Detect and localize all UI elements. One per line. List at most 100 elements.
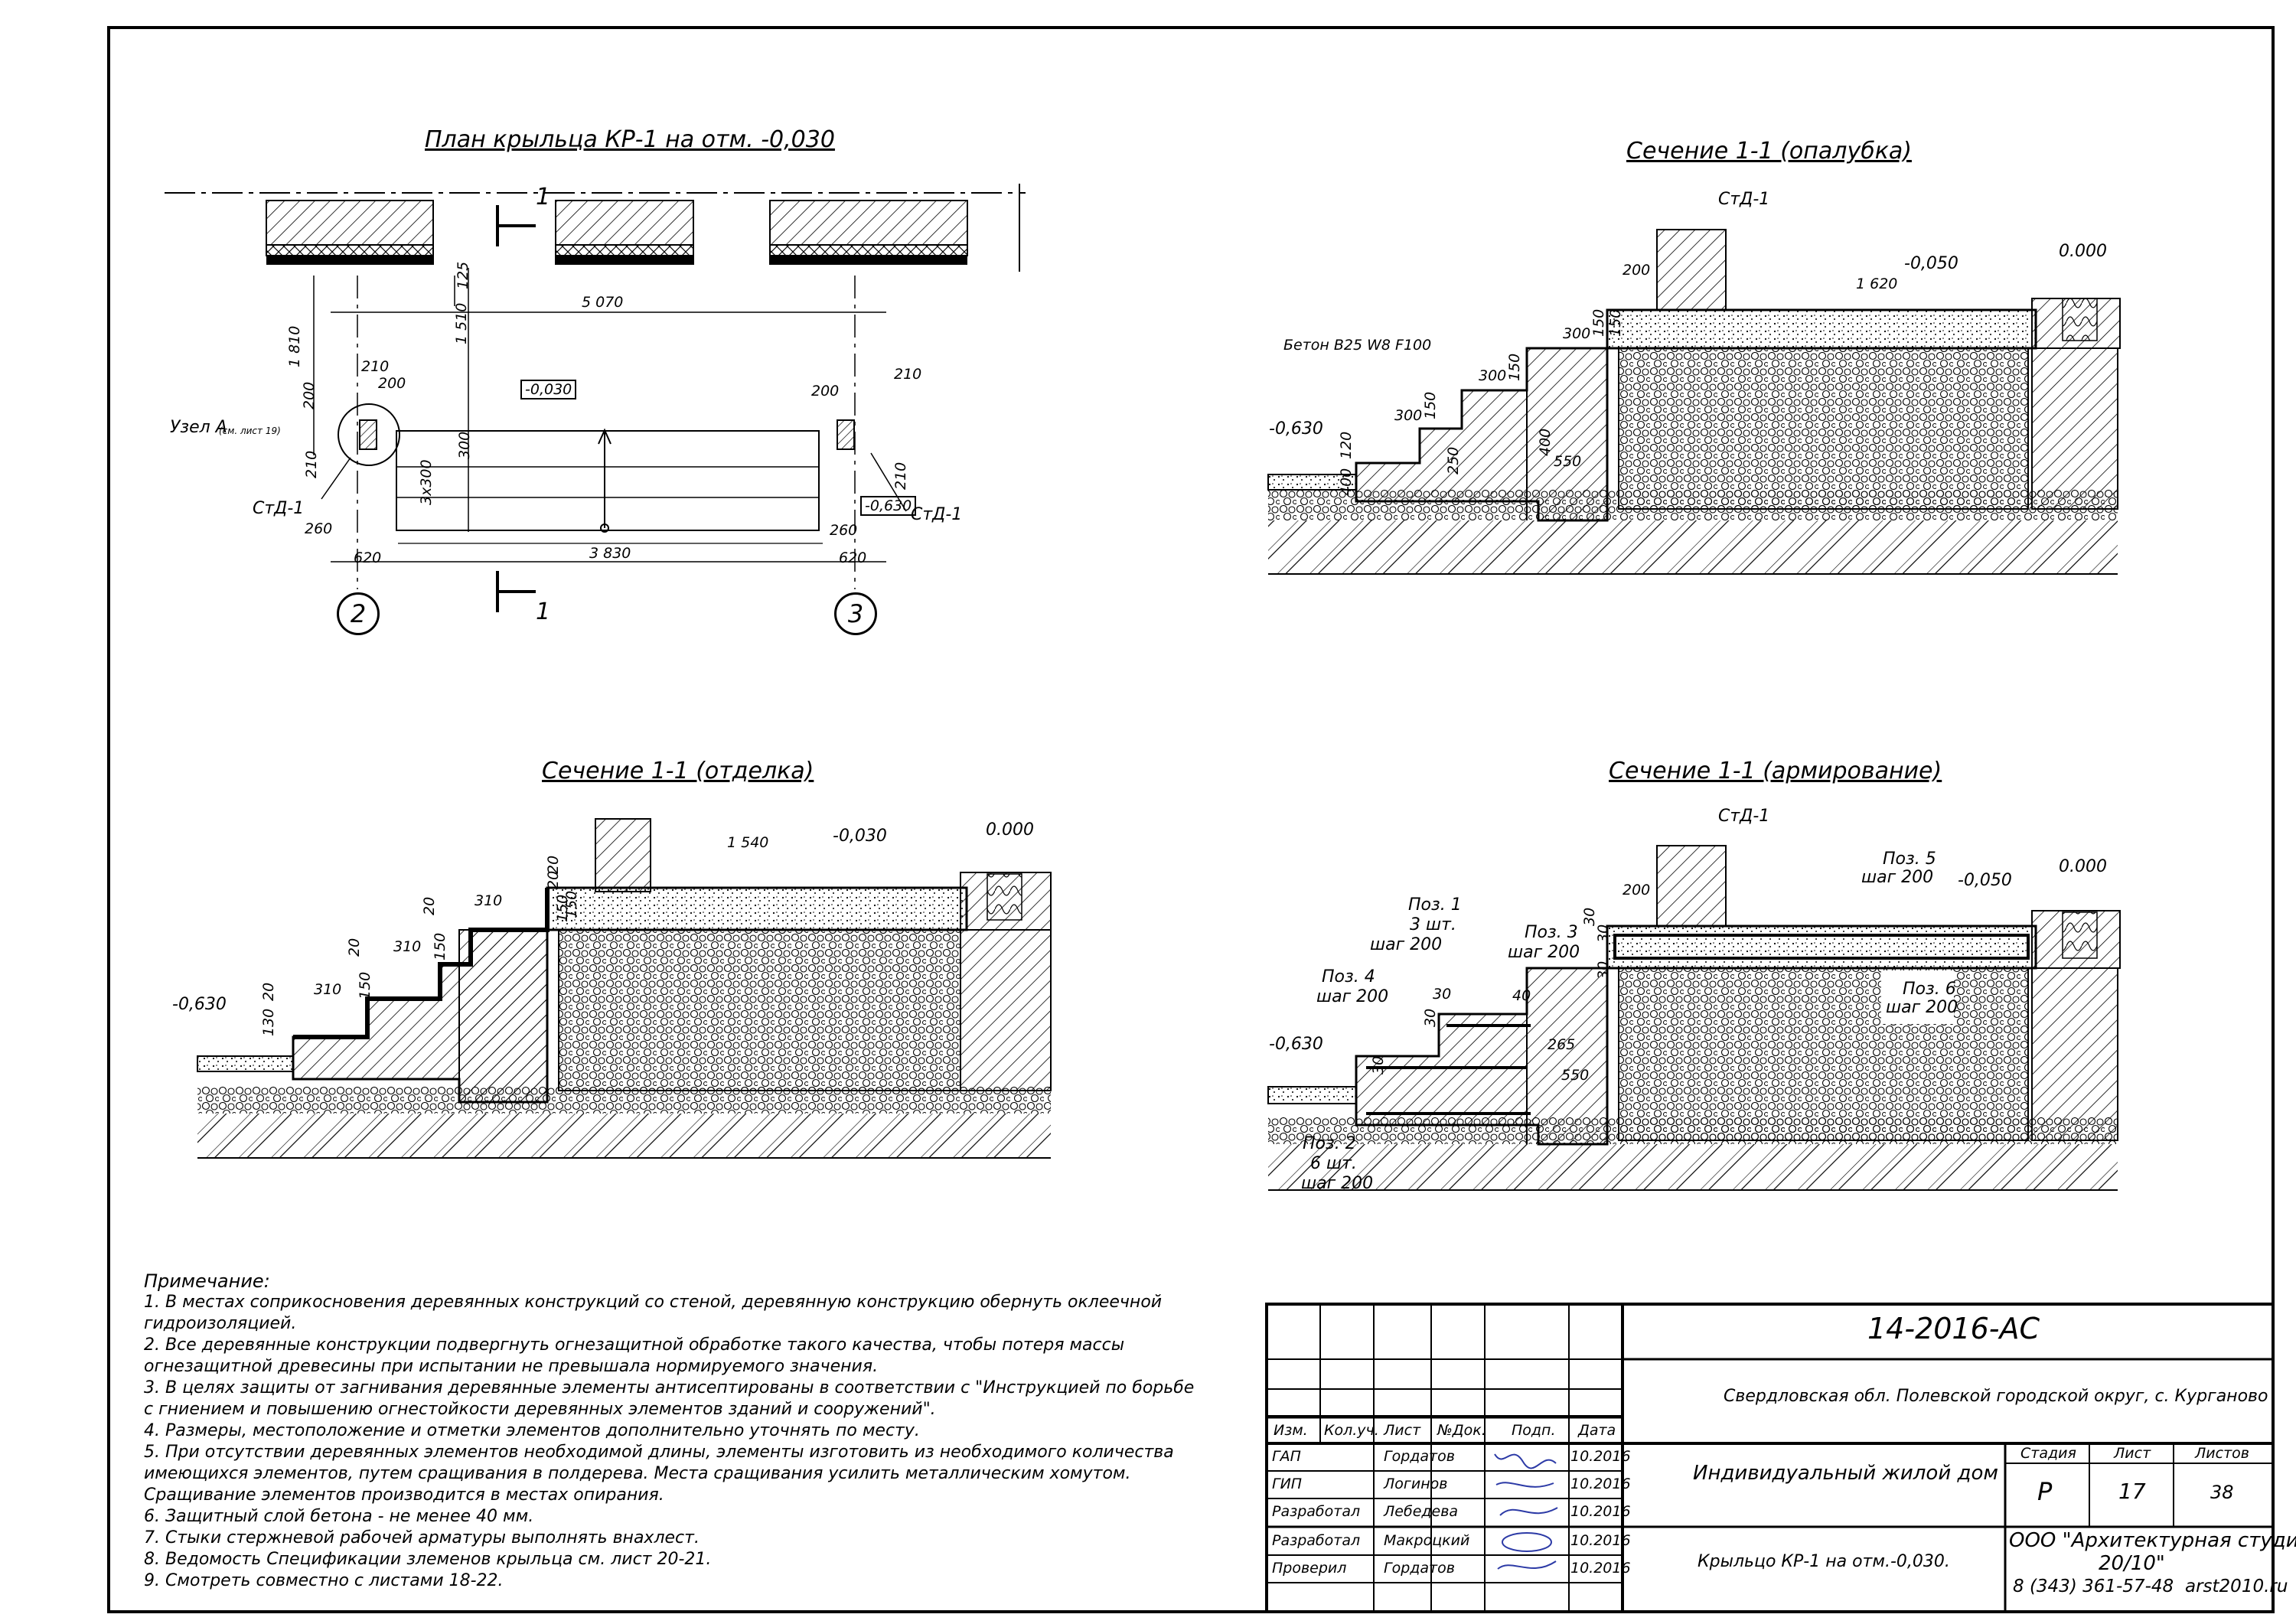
rebar-pos5: Поз. 5 bbox=[1883, 850, 1936, 869]
plan-title: План крыльца КР-1 на отм. -0,030 bbox=[425, 126, 835, 153]
section-finish-title: Сечение 1-1 (отделка) bbox=[542, 758, 814, 784]
rebar-pos4-step: шаг 200 bbox=[1316, 987, 1389, 1006]
tb-date-gap: 10.2016 bbox=[1570, 1448, 1631, 1465]
tb-name-dev1: Лебедева bbox=[1384, 1503, 1459, 1520]
finish-dim-310c: 310 bbox=[314, 981, 342, 998]
section-rebar-title: Сечение 1-1 (армирование) bbox=[1609, 758, 1942, 784]
dim-3x300: 3x300 bbox=[418, 459, 435, 505]
tb-phone: 8 (343) 361-57-48 bbox=[2013, 1577, 2174, 1596]
tb-role-dev2: Разработал bbox=[1272, 1532, 1361, 1549]
dim-5070: 5 070 bbox=[582, 294, 624, 311]
tb-h-koluch: Кол.уч. bbox=[1324, 1422, 1379, 1439]
finish-dim-150b: 150 bbox=[432, 932, 448, 960]
node-ref: (см. лист 19) bbox=[219, 426, 281, 436]
finish-dim-20d: 20 bbox=[260, 982, 277, 1001]
dim-200-a: 200 bbox=[378, 375, 406, 392]
dim-200-b: 200 bbox=[811, 383, 840, 399]
formwork-concrete-label: Бетон В25 W8 F100 bbox=[1283, 337, 1432, 354]
rebar-dim-30e: 30 bbox=[1595, 924, 1612, 943]
finish-dim-130: 130 bbox=[260, 1008, 277, 1036]
rebar-std-label: СтД-1 bbox=[1718, 807, 1770, 826]
dim-3830: 3 830 bbox=[589, 545, 631, 562]
note-line: 1. В местах соприкосновения деревянных к… bbox=[144, 1293, 1163, 1312]
node-label: Узел А bbox=[170, 418, 227, 437]
note-line: имеющихся элементов, путем сращивания в … bbox=[144, 1464, 1131, 1483]
rebar-pos2-step: шаг 200 bbox=[1301, 1174, 1374, 1193]
rebar-pos1: Поз. 1 bbox=[1408, 895, 1462, 915]
section-formwork bbox=[1267, 229, 2121, 575]
rebar-pos2-qty: 6 шт. bbox=[1310, 1154, 1357, 1173]
finish-level-zero: 0.000 bbox=[986, 820, 1034, 840]
tb-name-check: Гордатов bbox=[1384, 1560, 1455, 1577]
tb-name-dev2: Макроцкий bbox=[1384, 1532, 1470, 1549]
plan-view bbox=[165, 184, 1026, 612]
dim-300: 300 bbox=[456, 431, 473, 459]
dim-210-b: 210 bbox=[894, 366, 922, 383]
rebar-pos3: Поз. 3 bbox=[1525, 923, 1578, 942]
note-line: 8. Ведомость Спецификации злеменов крыль… bbox=[144, 1550, 712, 1569]
rebar-dim-30d: 30 bbox=[1581, 907, 1598, 926]
level-center: -0,030 bbox=[520, 380, 577, 399]
finish-dim-20c: 20 bbox=[346, 938, 363, 957]
finish-dim-310b: 310 bbox=[393, 938, 422, 955]
tb-drawing: Крыльцо КР-1 на отм.-0,030. bbox=[1698, 1552, 1950, 1571]
tb-role-check: Проверил bbox=[1272, 1560, 1347, 1577]
formwork-dim-400: 400 bbox=[1537, 428, 1554, 456]
tb-h-ndok: №Док. bbox=[1437, 1422, 1486, 1439]
rebar-level-low: -0,630 bbox=[1269, 1035, 1323, 1054]
dim-210-d: 210 bbox=[892, 461, 909, 490]
dim-620-left: 620 bbox=[354, 549, 382, 566]
formwork-dim-550: 550 bbox=[1554, 453, 1582, 470]
rebar-pos6-step: шаг 200 bbox=[1886, 998, 1958, 1017]
rebar-dim-200: 200 bbox=[1623, 882, 1651, 898]
dim-1810: 1 810 bbox=[286, 325, 303, 367]
title-block-grid bbox=[1265, 1303, 2275, 1613]
notes-list: 1. В местах соприкосновения деревянных к… bbox=[144, 1292, 1194, 1592]
tb-sheets: 38 bbox=[2210, 1482, 2234, 1503]
rebar-level-zero: 0.000 bbox=[2059, 857, 2107, 876]
section-formwork-title: Сечение 1-1 (опалубка) bbox=[1626, 138, 1912, 165]
rebar-dim-265: 265 bbox=[1548, 1036, 1576, 1053]
tb-site: arst2010.ru bbox=[2185, 1577, 2288, 1596]
finish-dim-1540: 1 540 bbox=[727, 834, 769, 851]
formwork-dim-150b: 150 bbox=[1506, 353, 1523, 381]
dim-260-left: 260 bbox=[305, 520, 333, 537]
finish-level-top: -0,030 bbox=[833, 827, 887, 846]
formwork-dim-300b: 300 bbox=[1479, 367, 1507, 384]
section-finish bbox=[197, 818, 1052, 1159]
note-line: 9. Смотреть совместно с листами 18-22. bbox=[144, 1571, 504, 1590]
tb-h-data: Дата bbox=[1578, 1422, 1616, 1439]
tb-sheet-label: Лист bbox=[2114, 1445, 2151, 1462]
formwork-dim-300a: 300 bbox=[1563, 325, 1591, 342]
tb-sheets-label: Листов bbox=[2195, 1445, 2249, 1462]
tb-h-podp: Подп. bbox=[1512, 1422, 1556, 1439]
tb-date-dev1: 10.2016 bbox=[1570, 1503, 1631, 1520]
formwork-dim-1620: 1 620 bbox=[1856, 276, 1898, 292]
tb-name-gap: Гордатов bbox=[1384, 1448, 1455, 1465]
formwork-std-label: СтД-1 bbox=[1718, 190, 1770, 209]
rebar-pos1-qty: 3 шт. bbox=[1410, 915, 1456, 934]
dim-125: 125 bbox=[455, 261, 471, 289]
tb-date-check: 10.2016 bbox=[1570, 1560, 1631, 1577]
axis-2: 2 bbox=[337, 592, 380, 635]
tb-role-dev1: Разработал bbox=[1272, 1503, 1361, 1520]
dim-620-right: 620 bbox=[839, 549, 867, 566]
tb-name-gip: Логинов bbox=[1384, 1476, 1448, 1492]
std-right-label: СтД-1 bbox=[911, 505, 963, 524]
dim-210-a: 210 bbox=[361, 358, 390, 375]
note-line: огнезащитной древесины при испытании не … bbox=[144, 1357, 879, 1376]
finish-dim-150d: 150 bbox=[563, 890, 580, 918]
formwork-dim-150c: 150 bbox=[1422, 391, 1439, 419]
formwork-dim-400b: 400 bbox=[1338, 468, 1355, 496]
formwork-level-low: -0,630 bbox=[1269, 419, 1323, 439]
dim-200-c: 200 bbox=[301, 381, 318, 409]
finish-dim-20b: 20 bbox=[421, 896, 438, 915]
formwork-dim-300c: 300 bbox=[1394, 407, 1423, 424]
rebar-pos6: Поз. 6 bbox=[1903, 980, 1956, 999]
tb-h-list: Лист bbox=[1384, 1422, 1421, 1439]
tb-org-line2: 20/10" bbox=[2099, 1552, 2165, 1575]
rebar-dim-550: 550 bbox=[1561, 1067, 1590, 1084]
axis-3: 3 bbox=[834, 592, 877, 635]
tb-stage-label: Стадия bbox=[2020, 1445, 2076, 1462]
cut-bottom-number: 1 bbox=[536, 598, 551, 625]
